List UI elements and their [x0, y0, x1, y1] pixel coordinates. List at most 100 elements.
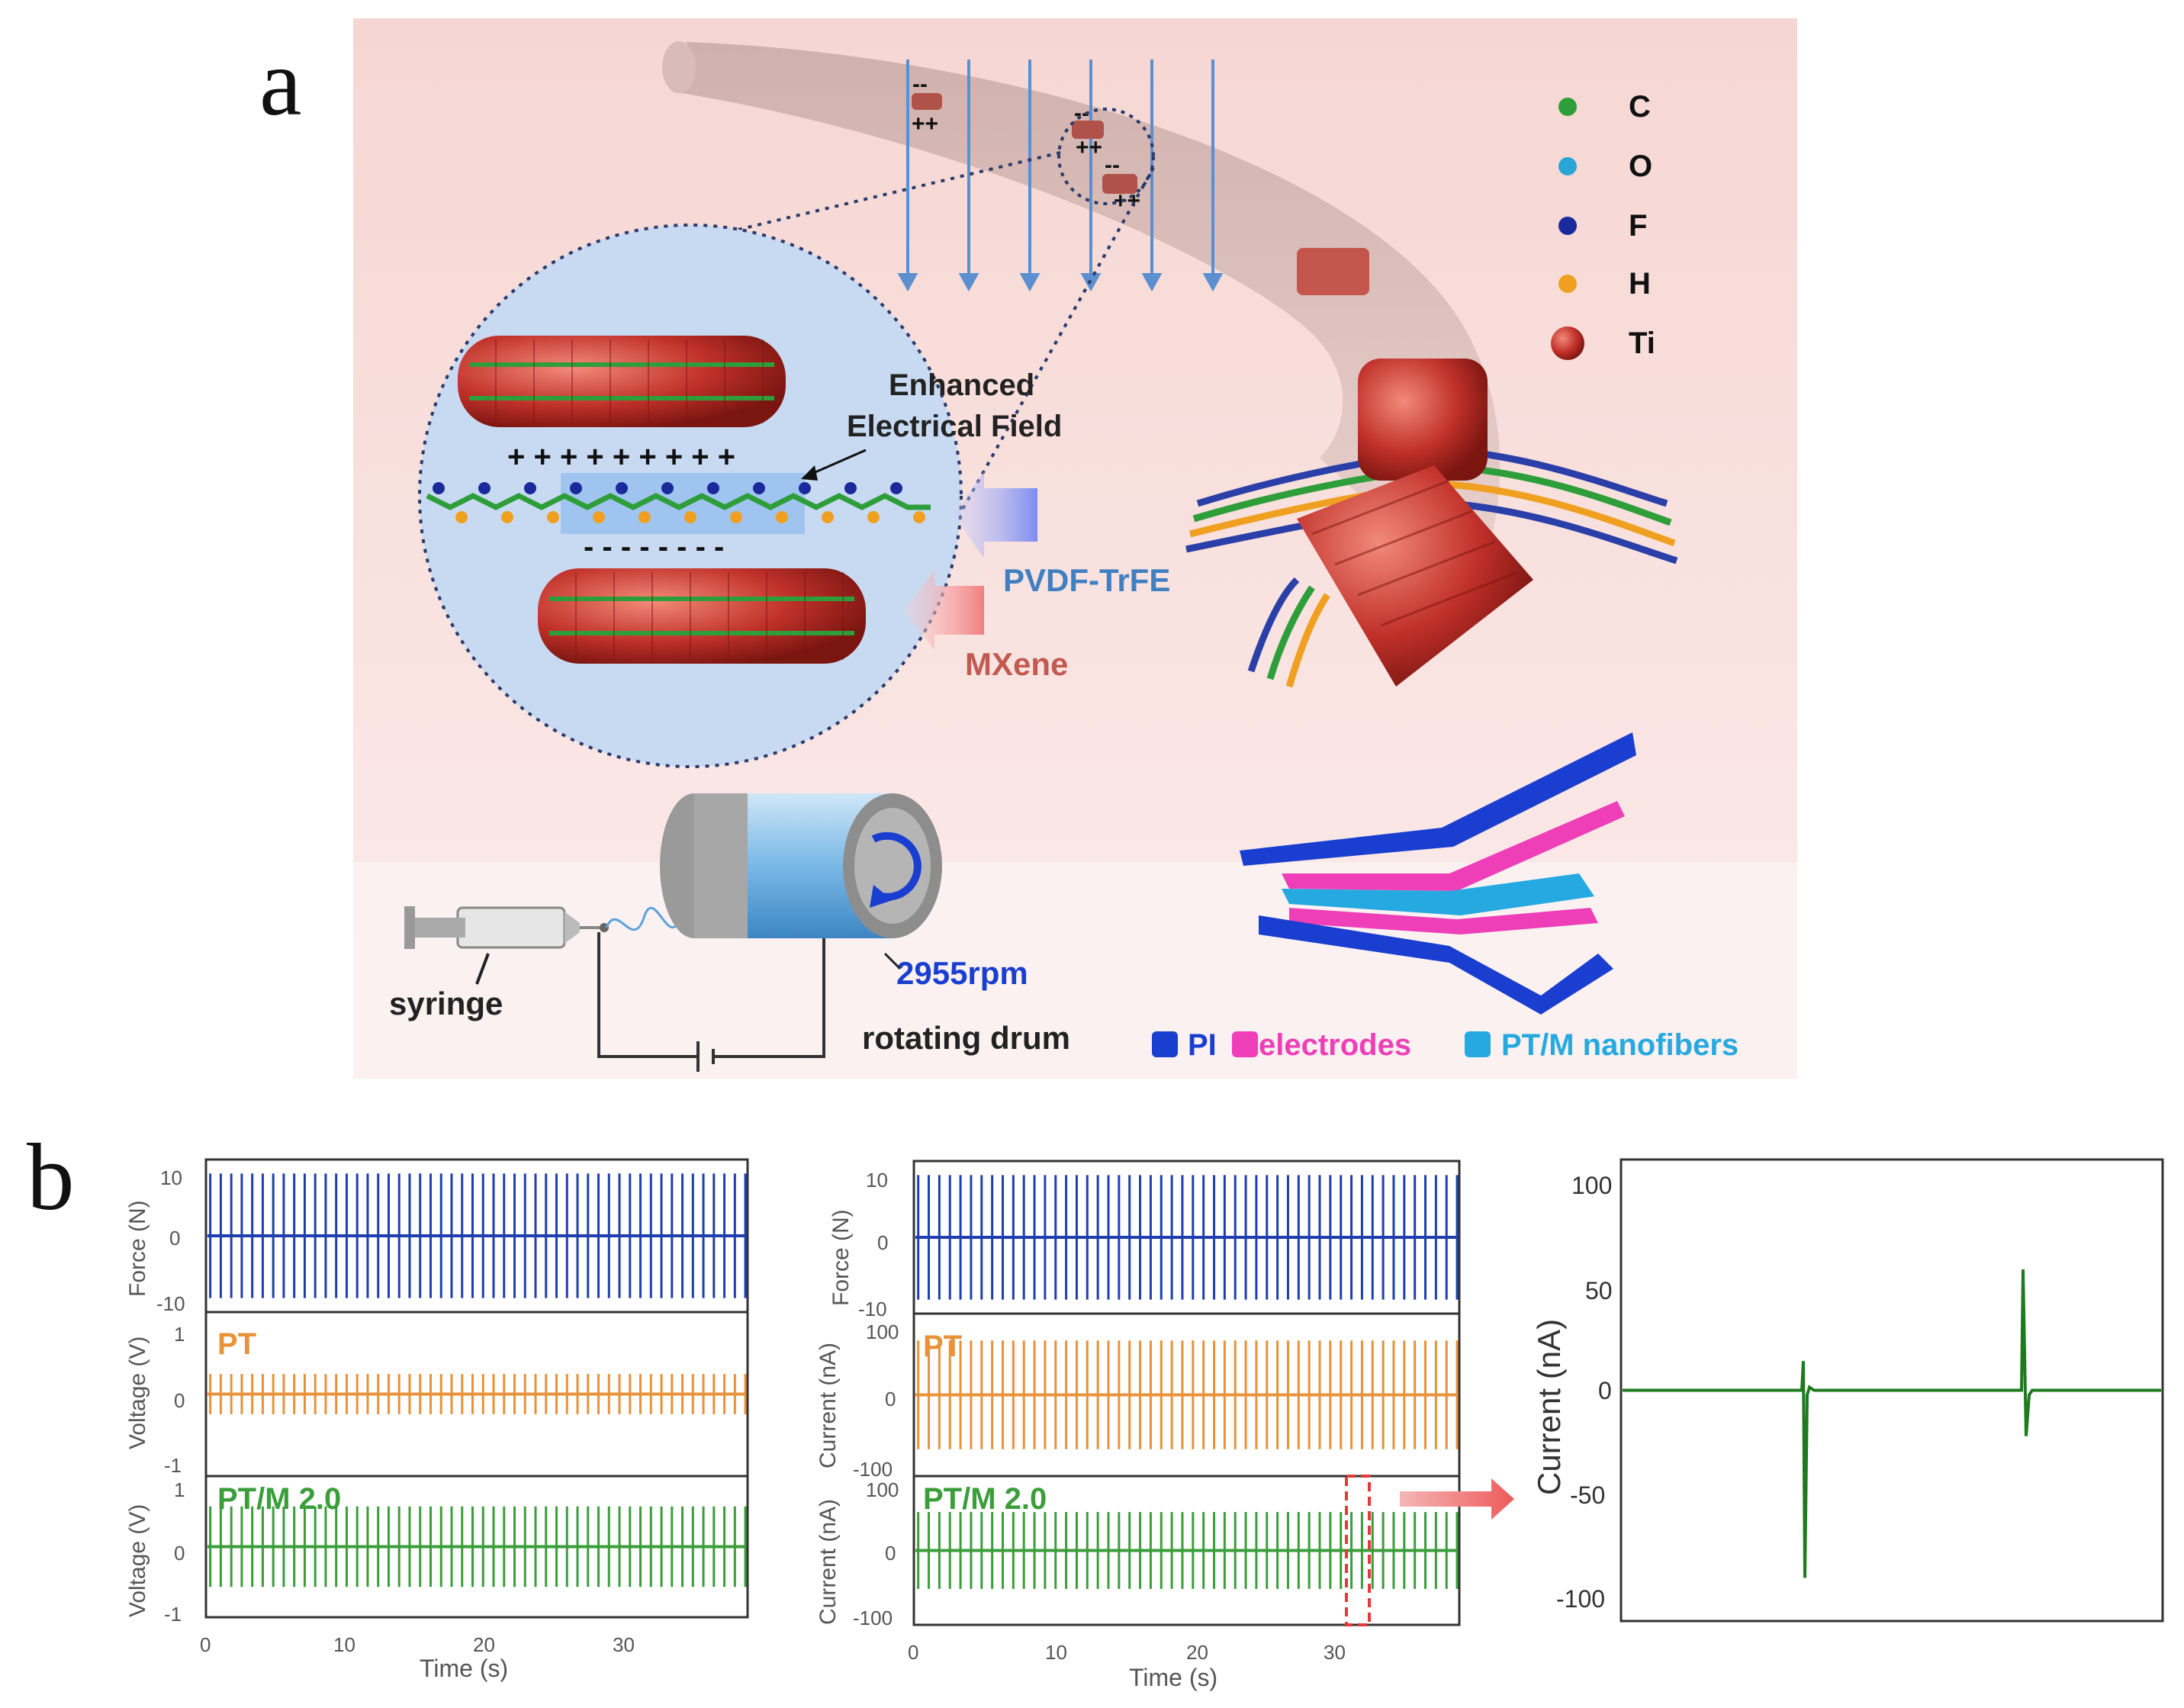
zoom-line-1	[533, 151, 1061, 280]
legend-f-label: F	[1629, 209, 1647, 243]
middle-xtick-0: 0	[908, 1641, 918, 1664]
left-force-tick-neg10: -10	[156, 1292, 185, 1315]
left-force-tick-0: 0	[169, 1227, 180, 1250]
middle-ptm-tick-100: 100	[866, 1478, 899, 1501]
middle-xlabel: Time (s)	[1129, 1664, 1217, 1691]
syringe-body	[456, 906, 566, 949]
circuit-wire	[597, 932, 698, 1058]
syringe-plunger	[412, 918, 465, 938]
panel-b: Force (N) 10 0 -10 Voltage (V) 1 0 -1 PT…	[125, 1158, 2164, 1691]
pvdf-chain	[426, 493, 931, 510]
enhanced-field-pointer-head	[801, 465, 818, 481]
device-stack	[1240, 732, 1636, 1015]
right-zoom-current-trace	[1623, 1269, 2161, 1578]
left-pt-tick-0: 0	[174, 1389, 185, 1412]
element-legend: C O F H Ti	[1551, 90, 1655, 360]
left-pt-voltage-trace	[207, 1374, 747, 1414]
flake-charge-plus-1: ++	[912, 111, 938, 137]
zoom-arrow	[1400, 1478, 1514, 1520]
middle-force-ylabel: Force (N)	[828, 1209, 854, 1306]
middle-ptm-tick-neg100: -100	[853, 1607, 893, 1629]
electrodes-legend-label: electrodes	[1259, 1028, 1411, 1062]
middle-xtick-20: 20	[1186, 1641, 1208, 1664]
mxene-label: MXene	[965, 646, 1068, 682]
left-ptm-tick-neg1: -1	[164, 1603, 182, 1626]
middle-ptm-frame	[912, 1475, 1461, 1626]
pvdf-label: PVDF-TrFE	[1003, 562, 1170, 598]
mxene-layer-lower	[538, 568, 866, 664]
left-force-tick-10: 10	[160, 1166, 182, 1189]
pi-legend-label: PI	[1188, 1028, 1217, 1062]
right-plot-frame	[1620, 1158, 2164, 1623]
legend-ti-label: Ti	[1629, 326, 1655, 360]
left-force-trace	[207, 1173, 747, 1298]
legend-o-label: O	[1629, 150, 1652, 183]
middle-force-tick-0: 0	[877, 1231, 888, 1254]
left-plot-stack: Force (N) 10 0 -10 Voltage (V) 1 0 -1 PT…	[125, 1158, 749, 1682]
legend-f-dot	[1558, 217, 1577, 235]
left-xtick-30: 30	[613, 1633, 635, 1656]
middle-ptm-current-trace	[915, 1512, 1459, 1589]
middle-force-tick-neg10: -10	[858, 1298, 887, 1320]
zoom-line-2	[956, 167, 1155, 519]
middle-pt-label: PT	[923, 1330, 962, 1363]
left-pt-tick-neg1: -1	[164, 1454, 182, 1477]
left-ptm-tick-1: 1	[174, 1478, 185, 1501]
right-ytick-0: 0	[1598, 1377, 1612, 1404]
mxene-arrow	[904, 571, 984, 650]
middle-force-trace	[915, 1175, 1459, 1300]
electric-field-arrows	[897, 60, 1224, 292]
legend-o-dot	[1558, 157, 1577, 175]
middle-force-tick-10: 10	[866, 1169, 888, 1192]
middle-xtick-10: 10	[1045, 1641, 1067, 1664]
left-pt-ylabel: Voltage (V)	[125, 1336, 150, 1449]
flake-charge-minus-2: --	[1074, 101, 1089, 126]
left-ptm-label: PT/M 2.0	[217, 1482, 341, 1516]
tube-flakes: -- ++ -- ++ -- ++	[912, 72, 1369, 295]
legend-c-dot	[1558, 98, 1577, 116]
drum-label: rotating drum	[862, 1020, 1070, 1056]
legend-h-dot	[1558, 275, 1577, 293]
electrospinning-setup: syringe 2955rpm rotating drum	[389, 793, 1070, 1072]
legend-h-label: H	[1629, 267, 1651, 301]
right-ytick-50: 50	[1585, 1277, 1613, 1304]
flake-charge-plus-2: ++	[1076, 135, 1102, 160]
middle-pt-tick-0: 0	[885, 1388, 896, 1410]
left-force-ylabel: Force (N)	[125, 1200, 150, 1297]
mxene-layer-upper	[458, 336, 786, 427]
middle-ptm-tick-0: 0	[885, 1542, 896, 1565]
flake-charge-plus-3: ++	[1114, 188, 1140, 214]
panel-a-letter: a	[259, 31, 301, 136]
left-ptm-frame	[204, 1475, 749, 1619]
device-legend: PI electrodes PT/M nanofibers	[1152, 1028, 1739, 1062]
middle-pt-tick-100: 100	[866, 1320, 899, 1343]
right-ytick-neg50: -50	[1570, 1481, 1605, 1509]
syringe-label: syringe	[389, 986, 503, 1021]
panel-b-letter: b	[27, 1125, 75, 1230]
left-xtick-20: 20	[473, 1633, 495, 1656]
left-ptm-voltage-trace	[207, 1506, 747, 1587]
right-current-line	[1623, 1269, 2161, 1578]
nanofibers-legend-label: PT/M nanofibers	[1501, 1028, 1739, 1062]
middle-xtick-30: 30	[1324, 1641, 1346, 1664]
middle-pt-ylabel: Current (nA)	[815, 1343, 841, 1468]
pvdf-chain-atoms	[433, 482, 925, 523]
flake-charge-minus-1: --	[912, 72, 928, 97]
middle-ptm-label: PT/M 2.0	[923, 1482, 1047, 1516]
fiber-tube-end	[662, 41, 696, 93]
rpm-label: 2955rpm	[896, 955, 1028, 991]
left-xtick-10: 10	[333, 1633, 355, 1656]
enhanced-field-label-line1: Enhanced	[889, 368, 1034, 402]
legend-ti-dot	[1551, 326, 1584, 360]
left-ptm-tick-0: 0	[174, 1542, 185, 1565]
right-ylabel: Current (nA)	[1531, 1319, 1567, 1495]
pvdf-arrow	[954, 471, 1037, 558]
minus-charge-row: - - - - - - - -	[584, 530, 724, 564]
middle-pt-current-trace	[915, 1340, 1459, 1449]
zoom-selection-box	[1345, 1475, 1371, 1626]
rotation-arrow	[871, 831, 922, 901]
right-ytick-neg100: -100	[1556, 1585, 1605, 1613]
pi-bottom-layer	[1259, 915, 1613, 1015]
panel-a: -- ++ -- ++ -- ++	[353, 18, 1797, 1079]
